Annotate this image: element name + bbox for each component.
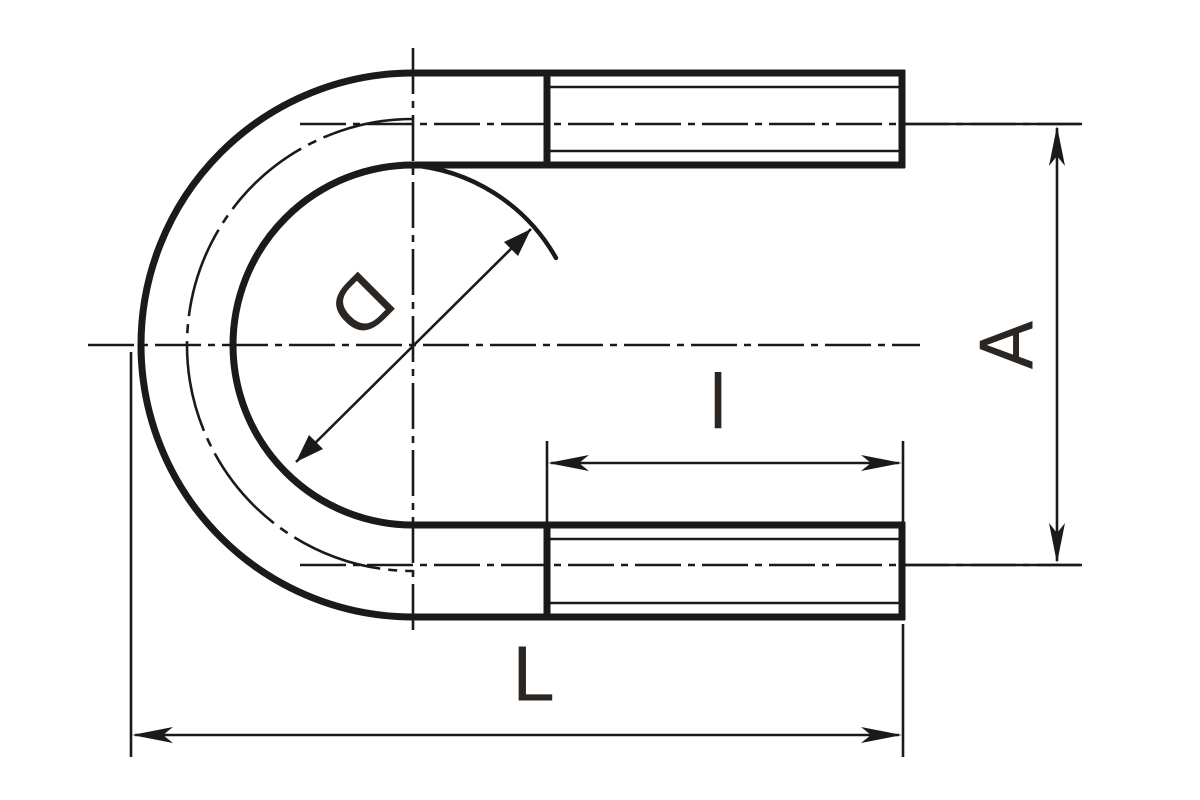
centerlines-group (88, 48, 1080, 632)
dimension-label-L: L (511, 633, 552, 719)
bend-rod-centerline-arc (185, 117, 414, 573)
dimension-label-A: A (966, 320, 1050, 369)
dimension-label-D: D (312, 255, 411, 354)
thread-detail-lines (549, 85, 903, 605)
L-arrowhead-left (132, 727, 173, 743)
dimension-D-group: D (295, 162, 559, 463)
D-arrowhead-upper (504, 229, 531, 256)
A-arrowhead-bottom (1049, 523, 1065, 563)
L-arrowhead-right (861, 727, 902, 743)
D-reference-arc (406, 162, 559, 261)
A-arrowhead-top (1049, 126, 1065, 166)
dimension-A-group: A (905, 122, 1082, 567)
l-arrowhead-left (548, 455, 589, 471)
dimension-label-l: l (708, 361, 729, 447)
dimension-l-group: l (545, 361, 905, 527)
dimension-L-group: L (129, 352, 905, 757)
l-arrowhead-right (861, 455, 902, 471)
D-arrowhead-lower (296, 435, 323, 462)
D-dimension-line (295, 228, 532, 463)
